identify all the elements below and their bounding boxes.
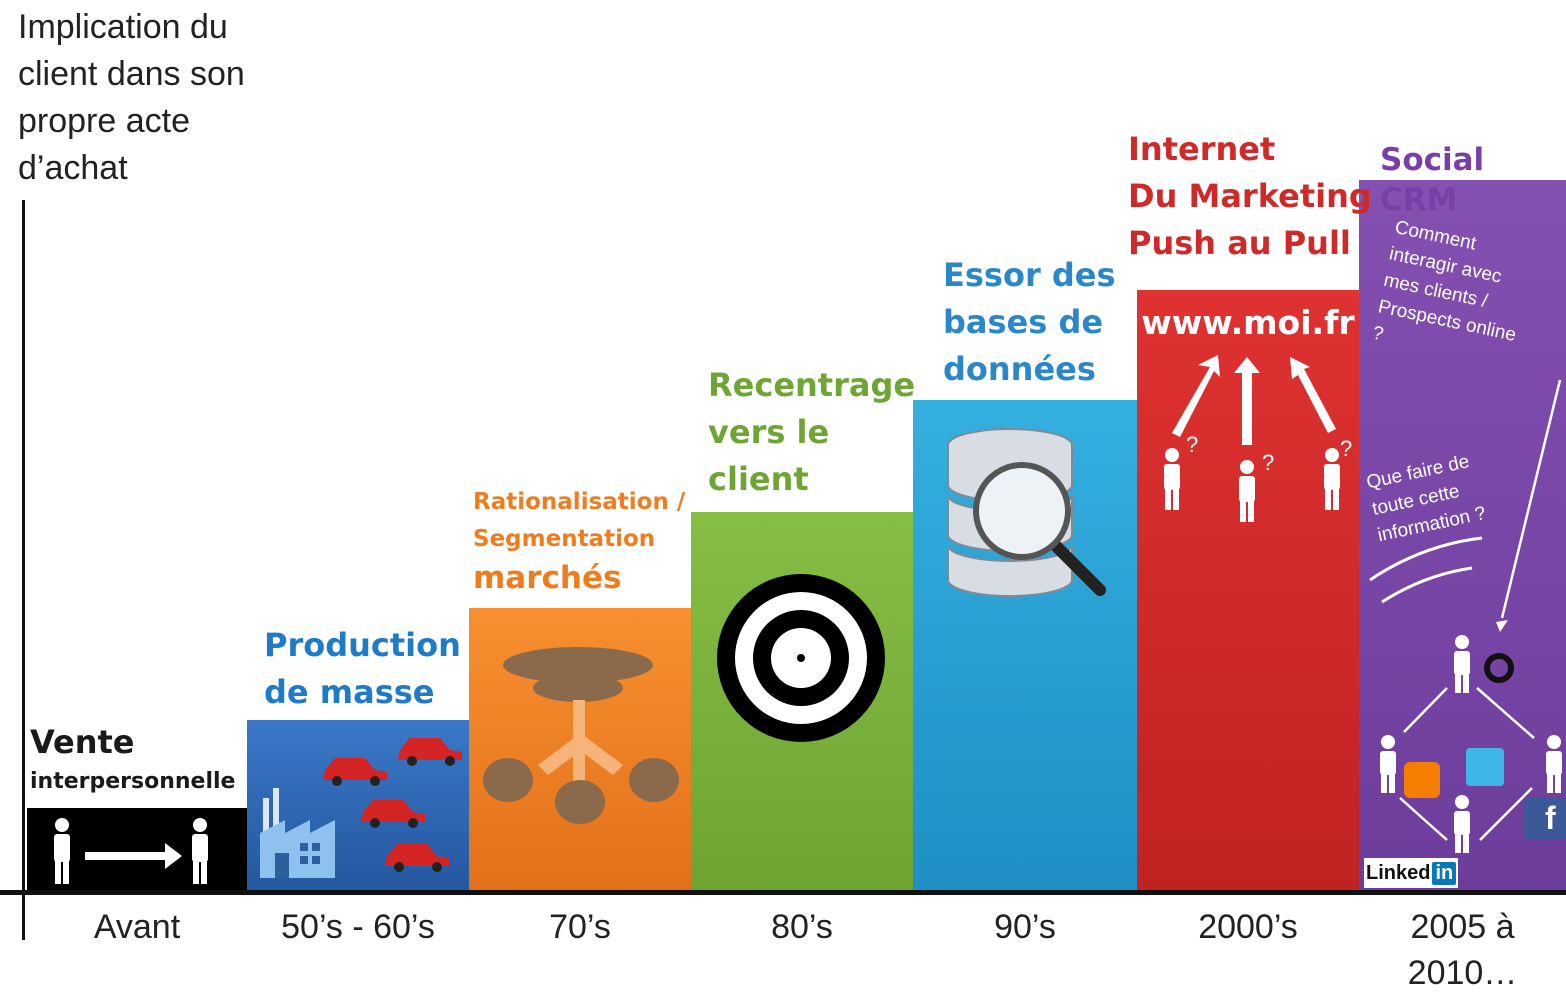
period-2005-2010: 2005 à 2010…: [1407, 908, 1518, 992]
person-icon: [1380, 735, 1396, 793]
car-icon: [385, 844, 449, 872]
period-70s: 70’s: [549, 908, 611, 946]
twitter-icon: [1466, 748, 1504, 786]
stage-subtitle-interpersonnelle: interpersonnelle: [30, 769, 236, 794]
linkedin-in: in: [1432, 861, 1457, 885]
stage-title-production: Production de masse: [264, 626, 461, 711]
caption-interagir: Comment interagir avec mes clients / Pro…: [1370, 216, 1518, 346]
question-mark: ?: [1262, 450, 1275, 475]
period-2000s: 2000’s: [1198, 908, 1298, 946]
arrow-right-icon: [85, 843, 182, 869]
question-mark: ?: [1340, 436, 1353, 461]
x-axis-line: [0, 890, 1566, 895]
person-icon: [1546, 735, 1562, 793]
network-arrows: [1399, 687, 1535, 841]
facebook-icon: [1524, 798, 1566, 840]
interpersonal-sale-illustration: [54, 818, 208, 884]
person-icon: [1454, 635, 1470, 693]
person-icon: [1164, 448, 1180, 510]
arrow-up-icon: [1234, 357, 1260, 445]
crowd-icon: [483, 758, 679, 824]
stage-title-social-crm: Social CRM: [1380, 142, 1485, 218]
stage-title-internet: Internet Du Marketing Push au Pull: [1128, 130, 1372, 262]
person-icon: [54, 818, 70, 884]
pull-arrows-illustration: [1164, 355, 1340, 522]
period-avant: Avant: [93, 908, 181, 946]
signal-waves-icon: [1369, 536, 1483, 604]
split-arrows-icon: [538, 700, 623, 785]
magnifier-icon: [973, 462, 1106, 596]
period-80s: 80’s: [771, 908, 833, 946]
y-axis-label: Implication du client dans son propre ac…: [18, 8, 245, 187]
facebook-letter: f: [1545, 800, 1556, 836]
linkedin-logo: Linked in: [1364, 858, 1459, 888]
car-icon: [323, 758, 387, 786]
url-label: www.moi.fr: [1141, 303, 1355, 342]
stage-title-bases-donnees: Essor des bases de données: [943, 256, 1116, 388]
person-icon: [1454, 795, 1470, 853]
person-icon: [1239, 460, 1255, 522]
crowd-segmentation-illustration: [483, 647, 679, 824]
factory-icon: [260, 788, 335, 878]
target-icon: [717, 574, 885, 742]
database-search-icon: [947, 428, 1106, 597]
question-mark: ?: [1186, 432, 1199, 457]
arrow-up-icon: [1172, 355, 1220, 437]
arrow-up-icon: [1290, 357, 1336, 433]
crowd-icon: [503, 647, 653, 702]
stage-title-vente: Vente: [30, 723, 135, 761]
person-icon: [192, 818, 208, 884]
period-50s-60s: 50’s - 60’s: [281, 908, 435, 946]
period-90s: 90’s: [994, 908, 1056, 946]
car-icon: [361, 800, 425, 828]
y-axis-line: [22, 200, 25, 940]
brand-logo-icon: [1484, 653, 1514, 683]
linkedin-text: Linked: [1366, 861, 1431, 884]
stage-subtitle-marches: marchés: [473, 560, 622, 596]
blogger-icon: [1404, 762, 1440, 798]
factory-cars-illustration: [260, 738, 462, 878]
stage-title-rationalisation: Rationalisation / Segmentation: [473, 489, 686, 552]
car-icon: [398, 738, 462, 766]
social-network-illustration: [1369, 379, 1566, 853]
stage-title-recentrage: Recentrage vers le client: [708, 366, 916, 498]
person-icon: [1324, 448, 1340, 510]
